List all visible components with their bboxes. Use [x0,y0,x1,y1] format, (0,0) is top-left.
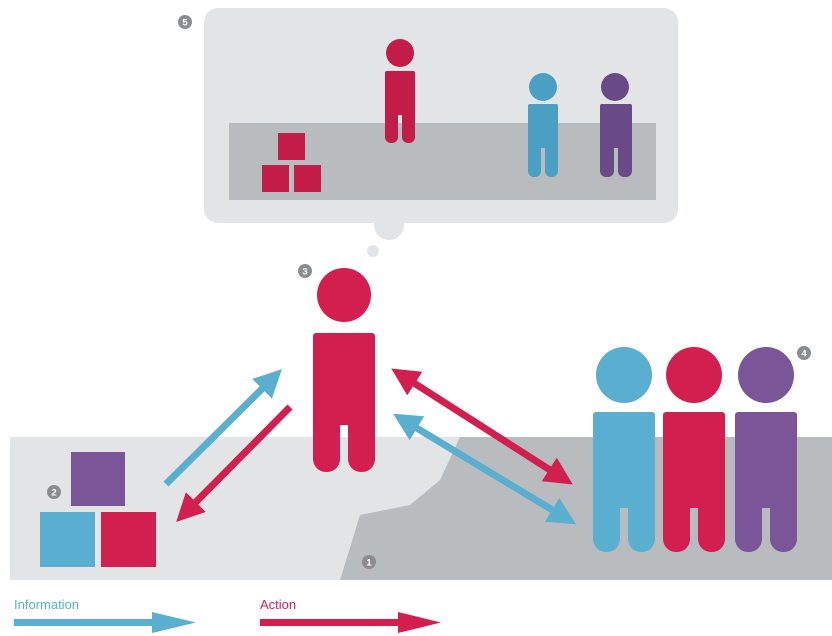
marker-2-label: 2 [51,488,56,499]
group-person-purple [735,347,797,552]
group-person-red [663,347,725,552]
legend-information-label: Information [14,597,80,612]
main-person-leg-left [313,405,340,472]
blocks [40,452,156,567]
marker-5: 5 [178,15,192,29]
thought-person-red [385,39,415,143]
thought-bubble-dot-large [374,210,404,240]
block-purple [71,452,125,506]
main-person-head [317,268,371,322]
marker-4: 4 [797,346,811,360]
legend-action-arrow [260,612,441,633]
thought-person-purple [600,73,632,177]
marker-4-label: 4 [801,349,807,360]
main-person [313,268,375,472]
group-people [593,347,797,552]
block-red [101,512,156,567]
thought-person-blue [528,73,558,177]
thought-bubble-dot-small [367,245,379,257]
legend-action-label: Action [260,597,297,612]
thought-blocks [262,133,321,192]
arrow-information-blocks-to-actor [163,369,282,487]
legend-information-arrow [14,612,196,633]
marker-3: 3 [298,264,312,278]
main-person-leg-right [348,405,375,472]
group-person-blue [593,347,655,552]
block-blue [40,512,95,567]
thought-bubble [204,8,678,257]
arrow-information-actor-group [393,413,576,525]
main-person-body [313,333,375,425]
marker-1: 1 [362,555,376,569]
marker-5-label: 5 [182,18,188,29]
marker-3-label: 3 [302,267,307,278]
marker-1-label: 1 [366,558,372,569]
marker-2: 2 [47,485,61,499]
arrow-action-actor-to-blocks [176,404,293,522]
arrows [163,368,576,525]
